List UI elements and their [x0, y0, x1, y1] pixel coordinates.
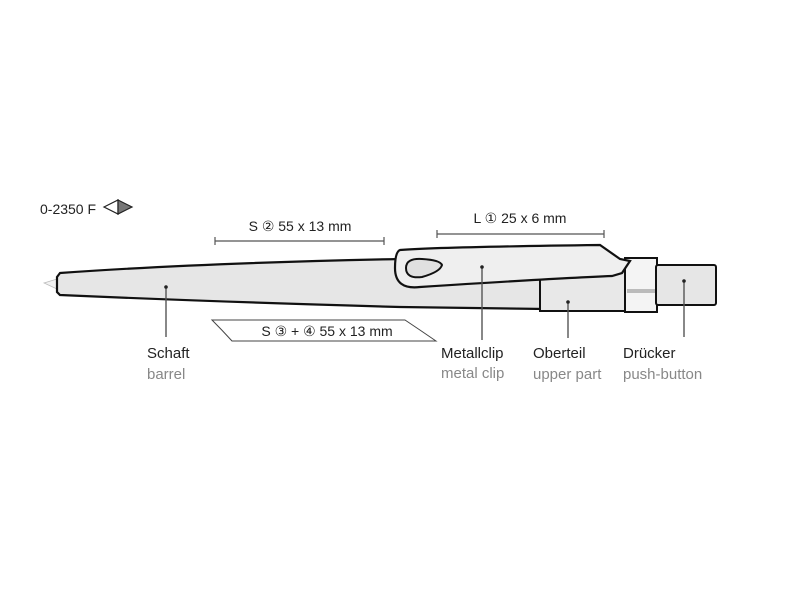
print-area-s34-label: S ③ + ④ 55 x 13 mm — [261, 323, 392, 339]
print-area-l1-label: L ① 25 x 6 mm — [474, 210, 567, 226]
metal-clip — [393, 243, 632, 289]
part-label-button-de: Drücker — [623, 345, 676, 362]
part-label-upper-en: upper part — [533, 366, 602, 383]
part-label-clip-en: metal clip — [441, 365, 504, 382]
print-area-l1-dimension-line — [436, 230, 605, 238]
clip-hole — [404, 257, 444, 279]
push-button — [655, 264, 717, 306]
part-label-button-en: push-button — [623, 366, 702, 383]
part-label-barrel-de: Schaft — [147, 345, 190, 362]
article-number: 0-2350 F — [40, 201, 96, 217]
print-area-s2-label: S ② 55 x 13 mm — [249, 218, 352, 234]
leader-dots — [164, 265, 686, 304]
part-label-barrel-en: barrel — [147, 366, 185, 383]
print-area-s2-dimension-line — [214, 237, 385, 245]
part-label-clip-de: Metallclip — [441, 345, 504, 362]
metal-ring — [624, 257, 658, 313]
ring-highlight — [627, 289, 655, 293]
refill-tip — [42, 278, 58, 290]
part-label-upper-de: Oberteil — [533, 345, 586, 362]
two-tone-diamond-icon — [102, 199, 134, 215]
leader-lines — [165, 267, 685, 340]
print-area-s34-frame — [210, 319, 438, 342]
